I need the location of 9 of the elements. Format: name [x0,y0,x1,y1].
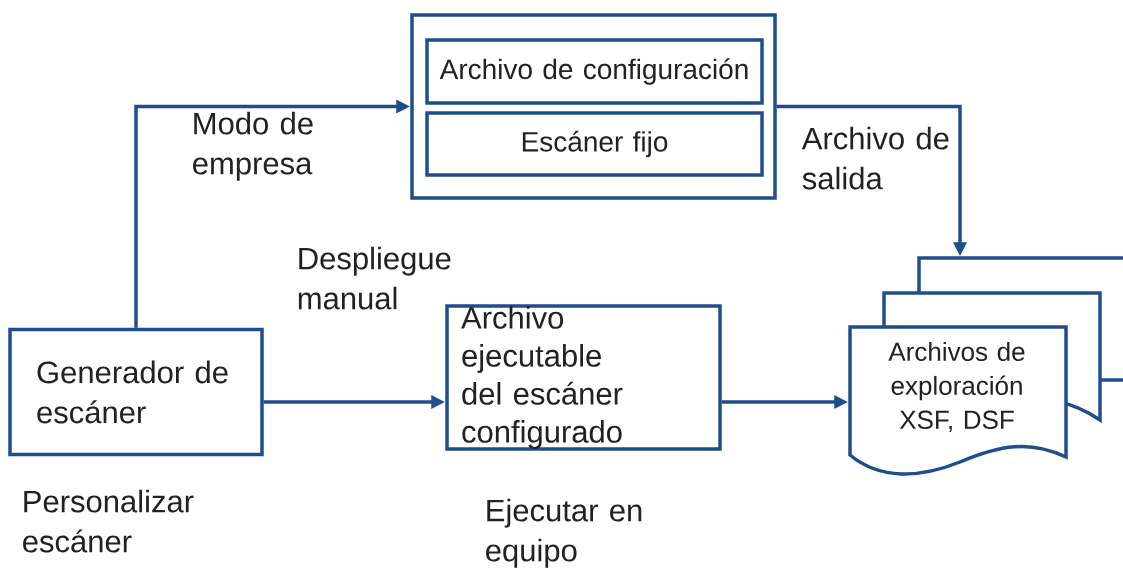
process-box: Archivo de configuración [425,38,764,105]
process-box: Generador de escáner [8,327,264,457]
process-box: Archivo ejecutable del escáner configurado [445,304,722,451]
document-stack: Archivos de exploración XSF, DSF [848,256,1123,476]
caption-text: Ejecutar en equipo [486,498,642,568]
caption-text: Personalizar escáner [23,489,194,553]
process-box: Escáner fijo [425,111,764,177]
edge-label: Archivo de salida [801,126,949,190]
edge-label: Modo de empresa [193,111,313,181]
